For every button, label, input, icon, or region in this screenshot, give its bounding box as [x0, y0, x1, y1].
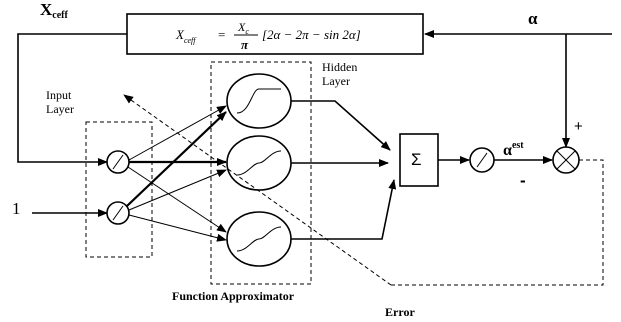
hidden-neuron-2 [226, 135, 292, 191]
input-layer-box [85, 121, 153, 258]
hidden3-to-sum-arrow [291, 179, 397, 240]
error-label: Error [385, 305, 415, 319]
input-layer-label-1: Input [46, 88, 72, 102]
formula-denominator: π [241, 37, 249, 52]
comparator-node [552, 146, 580, 174]
output-node [469, 147, 495, 173]
formula-numerator: Xc [237, 20, 249, 36]
function-approximator-label: Function Approximator [172, 289, 295, 303]
plus-sign: + [574, 118, 583, 135]
input-layer-label-2: Layer [46, 102, 74, 116]
weight-i2-h3 [128, 214, 227, 242]
hidden-layer-label-2: Layer [322, 74, 350, 88]
formula-bracket-body: [2α − 2π − sin 2α] [262, 27, 361, 42]
input-node-2 [106, 201, 130, 225]
weight-i2-h1 [126, 111, 227, 207]
minus-sign: - [520, 171, 526, 190]
summation-symbol: Σ [411, 150, 422, 169]
hidden-neuron-3 [226, 211, 292, 267]
hidden1-to-sum-arrow [291, 100, 391, 151]
formula-equals: = [218, 27, 225, 42]
input-node-1 [106, 150, 130, 174]
hidden-layer-label-1: Hidden [322, 60, 357, 74]
xceff-label: Xceff [40, 0, 68, 21]
xceff-feedback-arrow [17, 33, 127, 166]
error-arrow [123, 94, 392, 286]
alpha-label: α [528, 9, 538, 28]
hidden-neuron-1 [226, 73, 292, 129]
bias-input-label: 1 [12, 199, 21, 218]
alpha-est-label: αest [503, 140, 524, 159]
hidden-layer-box [210, 61, 312, 285]
weight-i2-h2 [128, 169, 227, 211]
error-feedback-path [391, 159, 604, 286]
formula-lhs: Xceff [175, 27, 197, 45]
weight-i1-h3 [127, 166, 227, 233]
